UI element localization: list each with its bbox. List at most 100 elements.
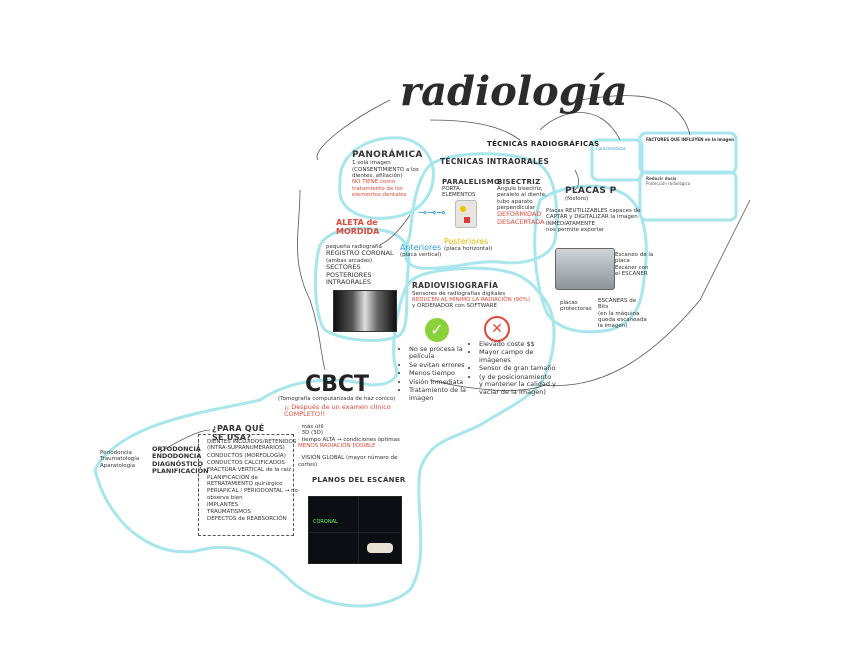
placas-l8: (en la máquina queda escaneada la imagen…	[598, 310, 647, 330]
cbct-sagital-image	[358, 496, 402, 534]
cbct-left-2: Aparatología	[100, 462, 136, 469]
cbct-uses-list: DIENTES INCLUIDOS/RETENIDOS (INTRA-SUPRA…	[198, 438, 299, 524]
list-item: (y de posicionamiento y mantener la cali…	[479, 373, 557, 396]
scanner-image	[555, 248, 615, 290]
cbct-left-big: ORTODONCIA ENDODONCIA DIAGNÓSTICO PLANIF…	[152, 445, 209, 476]
list-item: Sensor de gran tamaño	[479, 364, 557, 372]
tr-box-3-title: Reducir dosis	[646, 176, 677, 181]
tr-box-1-outline	[590, 138, 644, 182]
tr-box-4-title: Protección radiológica	[646, 181, 691, 186]
cbct-right2: · 3D (3D)	[298, 430, 324, 437]
list-item: CONDUCTOS (MORFOLOGÍA)	[207, 453, 299, 459]
list-item: Mayor campo de imágenes	[479, 349, 557, 364]
bisectriz-block: BISECTRIZ Ángulo bisectriz, paralelo al …	[497, 178, 552, 226]
cbct-left-1: Traumatología	[100, 456, 140, 463]
intraorales-head: TÉCNICAS INTRAORALES	[440, 157, 550, 166]
cross-icon: ✕	[484, 316, 510, 342]
coronal-label: CORONAL	[313, 519, 338, 525]
placas-head: PLACAS P	[565, 186, 617, 196]
panoramica-head: PANORÁMICA	[352, 150, 423, 160]
tr-box-1: Características	[596, 146, 640, 151]
cbct-right-red: MENOS RADIACIÓN POSIBLE	[298, 442, 376, 449]
aleta-head: ALETA de MORDIDA	[336, 218, 380, 237]
placas-l7: ESCÁNERS de Bits	[598, 298, 637, 311]
cons-list: Elevado coste $$Mayor campo de imágenesS…	[470, 340, 557, 397]
placas-l4: Escaneo de la placa	[615, 252, 654, 265]
tecnicas-label: TÉCNICAS RADIOGRÁFICAS	[487, 140, 600, 148]
cbct-usa-head: ¿PARA QUÉ SE USA?	[212, 424, 265, 443]
anteriores-block: Anteriores (placa vertical)	[400, 243, 442, 259]
bisectriz-sub: Ángulo bisectriz, paralelo al diente, tu…	[497, 186, 547, 211]
cbct-left-0: Periodoncia	[100, 450, 132, 456]
posteriores-block: Posteriores (placa horizontal)	[444, 237, 494, 253]
porta-elementos-image	[455, 200, 477, 228]
list-item: DEFECTOS de REABSORCIÓN	[207, 516, 299, 522]
tr-box-2-title: FACTORES QUE INFLUYEN en la imagen	[646, 137, 734, 142]
list-item: No se procesa la película	[409, 345, 479, 361]
cbct-uses-box	[198, 434, 294, 536]
radiovisiografia-head: RADIOVISIOGRAFÍA	[412, 281, 499, 290]
panoramica-line1: 1 sola imagen	[352, 160, 391, 167]
anteriores-head: Anteriores	[400, 243, 442, 252]
cbct-right4: · VISIÓN GLOBAL (mayor número de cortes)	[298, 455, 398, 468]
bisectriz-red: DEFORMIDAD DESACERTADA	[497, 210, 545, 226]
instruments-icon: ⊸⊸⊸	[418, 206, 446, 219]
aleta-l1: pequeña radiografía	[326, 244, 382, 250]
paralelismo-head: PARALELISMO	[442, 178, 501, 186]
posteriores-head: Posteriores	[444, 237, 489, 246]
panoramica-red: NO TIENE como tratamiento de los element…	[352, 179, 407, 198]
list-item: TRAUMATISMOS	[207, 509, 299, 515]
radiovisiografia-node: RADIOVISIOGRAFÍA Sensores de radiografía…	[412, 281, 542, 310]
tr-box-2: FACTORES QUE INFLUYEN en la imagen	[646, 137, 734, 142]
list-item: DIENTES INCLUIDOS/RETENIDOS (INTRA-SUPRA…	[207, 439, 299, 452]
aleta-l3: (ambas arcadas)	[326, 257, 373, 264]
anteriores-sub: (placa vertical)	[400, 252, 442, 259]
bisectriz-head: BISECTRIZ	[497, 178, 541, 186]
list-item: Menos tiempo	[409, 369, 479, 377]
cbct-outline	[93, 266, 556, 608]
placas-text: Placas REUTILIZABLES capaces de CAPTAR y…	[546, 208, 641, 233]
placas-l1: Placas REUTILIZABLES capaces de CAPTAR y…	[546, 208, 641, 227]
tr-box-3-outline	[638, 170, 738, 222]
placas-l5: Escáner con el ESCÁNER	[615, 264, 649, 277]
cbct-3d-image	[358, 532, 402, 564]
placas-scanner-label: Escaneo de la placa Escáner con el ESCÁN…	[615, 252, 655, 277]
list-item: Tratamiento de la imagen	[409, 387, 479, 402]
placas-sub: (fósforo)	[565, 196, 589, 203]
list-item: CONDUCTOS CALCIFICADOS	[207, 460, 299, 466]
cbct-red: ¡¡ Después de un examen clínico COMPLETO…	[284, 403, 391, 419]
radiovisiografia-l1: Sensores de radiografías digitales	[412, 290, 506, 297]
paralelismo-block: PARALELISMO PORTA-ELEMENTOS	[442, 178, 501, 199]
cbct-right: · más útil · 3D (3D) · tiempo ALTA → con…	[298, 424, 408, 468]
page-title: radiología	[400, 68, 628, 115]
placas-node: PLACAS P (fósforo)	[565, 186, 635, 203]
cbct-right3: · tiempo ALTA → condiciones óptimas	[298, 436, 400, 443]
list-item: Visión inmediata	[409, 378, 479, 386]
posteriores-sub: (placa horizontal)	[444, 246, 493, 253]
intraorales-outline	[404, 152, 559, 270]
placas-outline	[533, 184, 648, 334]
aleta-node: ALETA de MORDIDA	[336, 218, 406, 236]
cbct-left-list: Periodoncia Traumatología Aparatología	[100, 450, 148, 469]
panoramica-line2: (CONSENTIMIENTO a los dientes, afiliació…	[352, 166, 419, 179]
radiovisiografia-l2: y ORDENADOR con SOFTWARE	[412, 303, 497, 310]
cbct-coronal-image: CORONAL	[308, 496, 360, 534]
aleta-text: pequeña radiografía REGISTRO CORONAL (am…	[326, 244, 404, 287]
placas-bits-label: ESCÁNERS de Bits (en la máquina queda es…	[598, 298, 648, 330]
aleta-l4: SECTORES POSTERIORES INTRAORALES	[326, 263, 372, 287]
planos-head: PLANOS del ESCÁNER	[312, 476, 406, 484]
list-item: PERIAPICAL / PERIODONTAL → no observa bi…	[207, 488, 299, 501]
cbct-head: CBCT	[305, 372, 370, 397]
tr-box-1-title: Características	[596, 146, 626, 151]
list-item: Se evitan errores	[409, 361, 479, 369]
placas-l2: nos permite exportar	[546, 226, 605, 233]
placas-l6: placas protectoras	[560, 300, 592, 313]
bitewing-xray-image	[333, 290, 397, 332]
paralelismo-sub: PORTA-ELEMENTOS	[442, 186, 476, 199]
list-item: PLANIFICACIÓN de RETRATAMIENTO quirúrgic…	[207, 475, 299, 488]
panoramica-node: PANORÁMICA 1 sola imagen (CONSENTIMIENTO…	[352, 150, 427, 198]
check-icon: ✓	[425, 318, 449, 342]
list-item: IMPLANTES	[207, 502, 299, 508]
radiovisiografia-red: REDUCEN AL MÍNIMO LA RADIACIÓN (90%)	[412, 296, 530, 303]
